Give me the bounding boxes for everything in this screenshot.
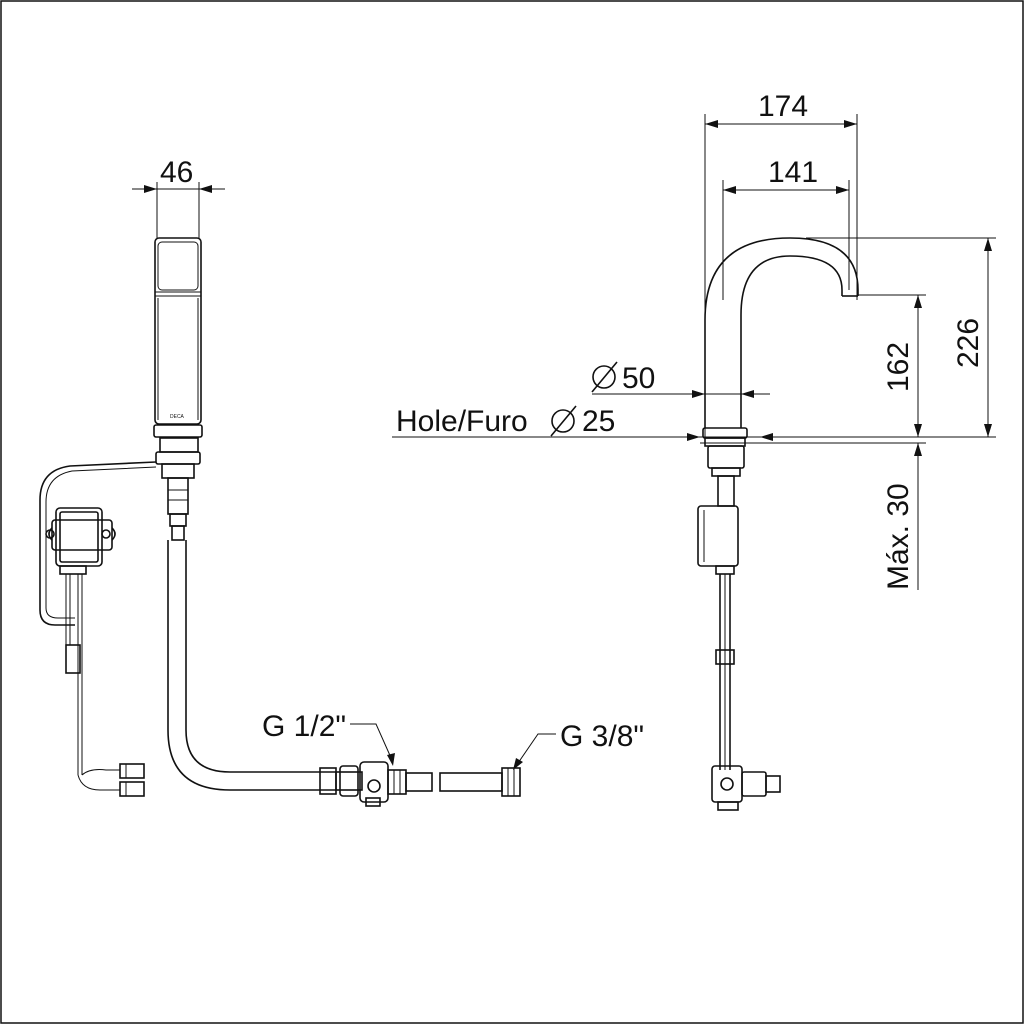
thread-three-eighths-label: G 3/8" <box>560 720 644 753</box>
dimension-162-label: 162 <box>882 342 915 392</box>
dimension-max-30-label: Máx. 30 <box>882 483 915 590</box>
side-view: 174 141 226 162 Máx. 30 <box>392 90 996 811</box>
thread-callouts: G 1/2" G 3/8" <box>262 710 644 770</box>
diameter-50-label: 50 <box>622 362 655 395</box>
dimension-174-label: 174 <box>758 90 808 123</box>
dimension-226-label: 226 <box>952 318 985 368</box>
dimension-46-label: 46 <box>160 156 193 189</box>
dimension-141-label: 141 <box>768 156 818 189</box>
diameter-symbol-25 <box>550 405 577 437</box>
thread-half-inch-label: G 1/2" <box>262 710 346 743</box>
brand-mark: DECA <box>170 414 185 420</box>
hole-diameter-25-label: 25 <box>582 405 615 438</box>
front-view: 46 DECA <box>39 156 521 807</box>
diameter-symbol-50 <box>591 361 618 393</box>
hole-label: Hole/Furo <box>396 405 528 438</box>
